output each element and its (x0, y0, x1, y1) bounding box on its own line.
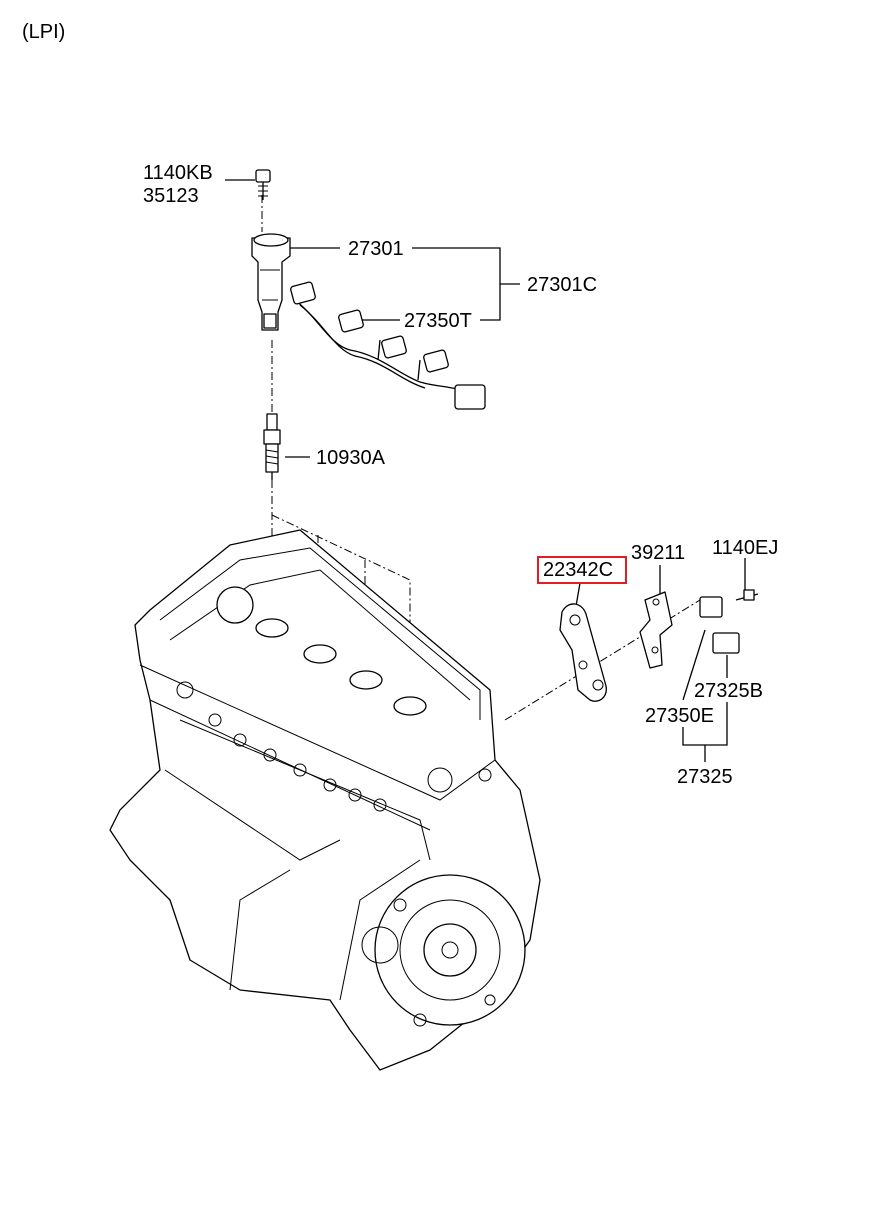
part-label-27301c: 27301C (527, 274, 598, 296)
part-label-27350e: 27350E (645, 705, 714, 727)
part-label-22342c[interactable]: 22342C (543, 559, 614, 581)
leader-lines (225, 179, 746, 762)
part-label-1140ej: 1140EJ (712, 537, 779, 559)
ignition-coil-icon (251, 233, 291, 331)
bolt-1140kb-icon (255, 169, 271, 200)
part-label-27301: 27301 (348, 238, 404, 260)
wiring-harness-icon (290, 281, 486, 410)
part-label-27325b: 27325B (694, 680, 763, 702)
spark-plug-icon (263, 413, 281, 480)
bracket-22342c-icon (559, 603, 607, 702)
part-label-1140kb: 1140KB (143, 162, 213, 184)
knock-sensor-icon (699, 589, 759, 654)
part-label-27350t: 27350T (404, 310, 472, 332)
part-label-27325: 27325 (677, 766, 733, 788)
part-label-35123: 35123 (143, 185, 199, 207)
highlight-box (537, 556, 627, 584)
part-label-10930a: 10930A (316, 447, 385, 469)
engine-block-icon (109, 529, 541, 1071)
variant-label: (LPI) (22, 21, 66, 43)
bracket-39211-icon (639, 591, 673, 669)
part-label-39211: 39211 (631, 542, 686, 564)
